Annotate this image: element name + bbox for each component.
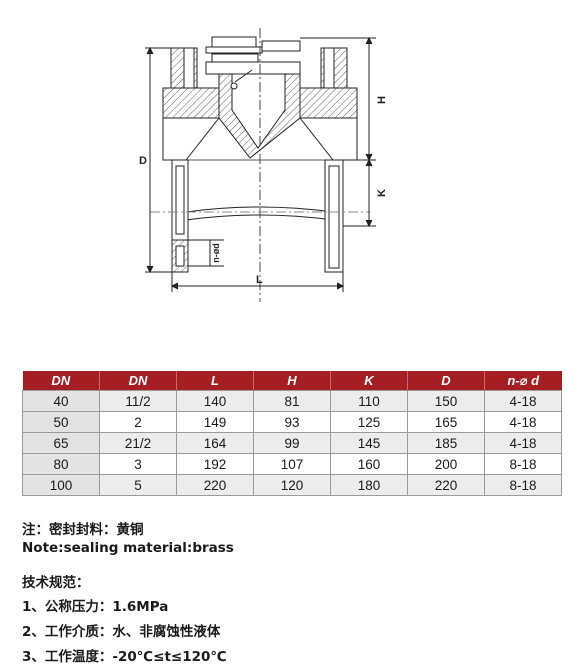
table-cell: 4-18 bbox=[484, 432, 562, 454]
end-flange-left bbox=[171, 159, 189, 273]
valve-cross-section-drawing: D H K L n-ød bbox=[139, 28, 388, 302]
spec-title: 技术规范： bbox=[22, 575, 90, 591]
table-cell: 21/2 bbox=[99, 432, 177, 454]
dimension-l bbox=[170, 272, 345, 292]
valve-body-wall bbox=[218, 73, 301, 159]
top-flange-right bbox=[299, 47, 358, 119]
table-header-row: DN DN L H K D n-⌀ d bbox=[22, 371, 562, 391]
col-header-nd: n-⌀ d bbox=[484, 371, 562, 391]
table-cell: 150 bbox=[407, 390, 485, 412]
table-cell: 145 bbox=[330, 432, 408, 454]
table-cell: 180 bbox=[330, 474, 408, 496]
table-cell: 8-18 bbox=[484, 453, 562, 475]
table-row: 65 21/2 164 99 145 185 4-18 bbox=[22, 432, 562, 454]
table-cell: 2 bbox=[99, 411, 177, 433]
table-cell: 220 bbox=[407, 474, 485, 496]
table-cell: 81 bbox=[253, 390, 331, 412]
table-cell: 40 bbox=[22, 390, 100, 412]
table-cell: 160 bbox=[330, 453, 408, 475]
table-cell: 164 bbox=[176, 432, 254, 454]
table-cell: 192 bbox=[176, 453, 254, 475]
table-cell: 65 bbox=[22, 432, 100, 454]
bolt-head bbox=[205, 36, 301, 75]
table-cell: 11/2 bbox=[99, 390, 177, 412]
dim-label-nd: n-ød bbox=[211, 243, 221, 263]
table-cell: 50 bbox=[22, 411, 100, 433]
dimension-nd bbox=[188, 239, 224, 267]
dimension-k bbox=[343, 158, 376, 228]
dim-label-d: D bbox=[139, 155, 147, 167]
table-cell: 120 bbox=[253, 474, 331, 496]
spec-item-medium: 2、工作介质：水、非腐蚀性液体 bbox=[22, 624, 221, 640]
table-cell: 3 bbox=[99, 453, 177, 475]
table-cell: 107 bbox=[253, 453, 331, 475]
col-header-k: K bbox=[330, 371, 408, 391]
dim-label-h: H bbox=[376, 96, 388, 104]
table-cell: 4-18 bbox=[484, 390, 562, 412]
table-cell: 185 bbox=[407, 432, 485, 454]
table-row: 50 2 149 93 125 165 4-18 bbox=[22, 411, 562, 433]
table-row: 80 3 192 107 160 200 8-18 bbox=[22, 453, 562, 475]
notes-section: 注：密封封料：黄铜 Note:sealing material:brass 技术… bbox=[22, 521, 562, 666]
table-cell: 5 bbox=[99, 474, 177, 496]
table-cell: 165 bbox=[407, 411, 485, 433]
note-en: Note:sealing material:brass bbox=[22, 540, 234, 556]
table-cell: 100 bbox=[22, 474, 100, 496]
col-header-dn-inch: DN bbox=[99, 371, 177, 391]
table-cell: 149 bbox=[176, 411, 254, 433]
table-cell: 93 bbox=[253, 411, 331, 433]
spec-item-pressure: 1、公称压力：1.6MPa bbox=[22, 599, 169, 615]
table-cell: 125 bbox=[330, 411, 408, 433]
top-flange-left bbox=[162, 47, 220, 119]
dim-label-k: K bbox=[376, 189, 388, 197]
dimension-table: DN DN L H K D n-⌀ d 40 11/2 140 81 110 1… bbox=[22, 371, 562, 496]
table-cell: 4-18 bbox=[484, 411, 562, 433]
table-cell: 8-18 bbox=[484, 474, 562, 496]
table-cell: 80 bbox=[22, 453, 100, 475]
dimension-d bbox=[145, 46, 172, 274]
col-header-h: H bbox=[253, 371, 331, 391]
note-cn: 注：密封封料：黄铜 bbox=[22, 522, 144, 538]
table-cell: 99 bbox=[253, 432, 331, 454]
col-header-dn-mm: DN bbox=[22, 371, 100, 391]
table-cell: 110 bbox=[330, 390, 408, 412]
dim-label-l: L bbox=[256, 274, 263, 286]
table-row: 40 11/2 140 81 110 150 4-18 bbox=[22, 390, 562, 412]
table-row: 100 5 220 120 180 220 8-18 bbox=[22, 474, 562, 496]
table-cell: 220 bbox=[176, 474, 254, 496]
spec-item-temperature: 3、工作温度：-20℃≤t≤120℃ bbox=[22, 649, 227, 665]
col-header-l: L bbox=[176, 371, 254, 391]
table-cell: 140 bbox=[176, 390, 254, 412]
dimension-h bbox=[300, 36, 376, 162]
end-flange-right bbox=[324, 159, 344, 273]
col-header-d: D bbox=[407, 371, 485, 391]
table-cell: 200 bbox=[407, 453, 485, 475]
